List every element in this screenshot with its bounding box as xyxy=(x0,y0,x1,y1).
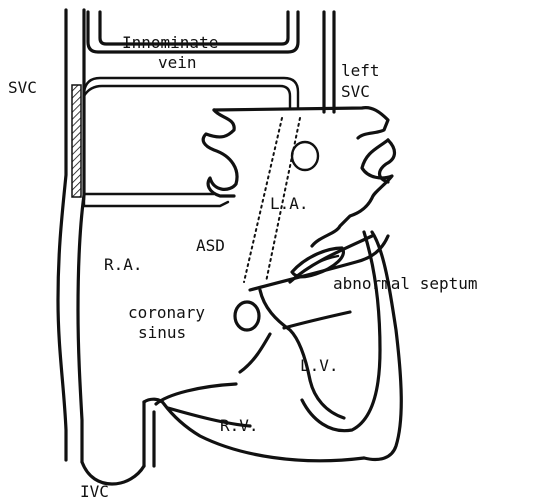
pulmonary-vein-ostium xyxy=(292,142,318,170)
left-ventricle-label: L.V. xyxy=(300,356,339,375)
svc-vessel xyxy=(58,10,84,462)
svc-label: SVC xyxy=(8,78,37,97)
svc-hatched-segment xyxy=(72,85,81,197)
coronary-sinus-ostium xyxy=(235,302,259,330)
innominate-vein-label-line2: vein xyxy=(158,53,197,72)
left-svc-label-line2: SVC xyxy=(341,82,370,101)
ventricle-walls xyxy=(144,232,401,466)
left-atrium-label: L.A. xyxy=(270,194,309,213)
ivc-label: IVC xyxy=(80,482,109,501)
asd-label: ASD xyxy=(196,236,225,255)
right-ventricle-label: R.V. xyxy=(220,416,259,435)
abnormal-septum-label: abnormal septum xyxy=(333,274,478,293)
left-svc-vessel xyxy=(324,12,334,112)
connecting-vein-loop xyxy=(84,78,298,206)
ivc-vessel xyxy=(82,462,144,484)
left-atrium-wall xyxy=(203,108,394,246)
coronary-sinus-label-line1: coronary xyxy=(128,303,205,322)
innominate-vein-label-line1: Innominate xyxy=(122,33,218,52)
coronary-sinus-label-line2: sinus xyxy=(138,323,186,342)
right-atrium-label: R.A. xyxy=(104,255,143,274)
left-svc-label-line1: left xyxy=(341,61,380,80)
